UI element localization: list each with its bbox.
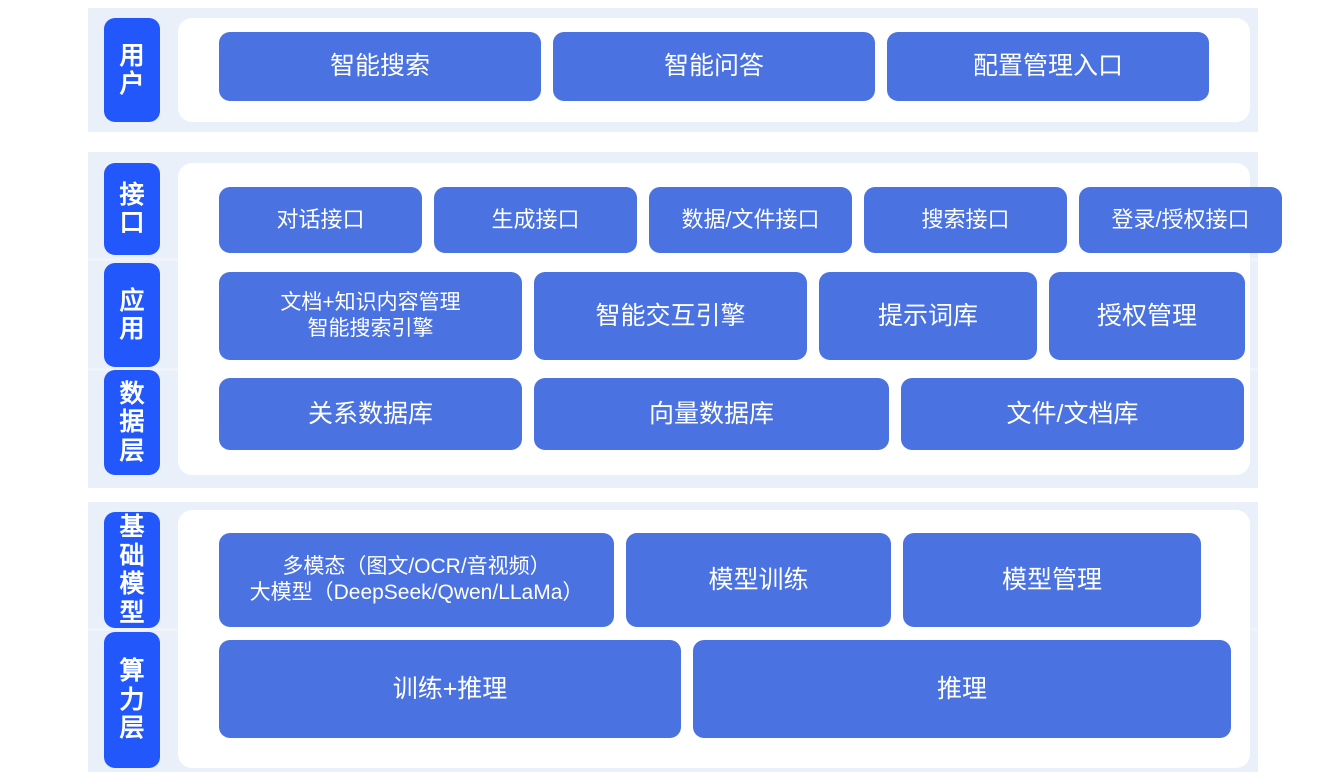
card-training-and-inference[interactable]: 训练+推理: [219, 640, 681, 738]
card-model-training[interactable]: 模型训练: [626, 533, 891, 627]
card-generate-api[interactable]: 生成接口: [434, 187, 637, 253]
card-row-compute: 训练+推理 推理: [219, 640, 1231, 738]
section-label-data[interactable]: 数据层: [104, 370, 160, 475]
card-model-management[interactable]: 模型管理: [903, 533, 1201, 627]
card-authorization-management[interactable]: 授权管理: [1049, 272, 1245, 360]
card-file-document-store[interactable]: 文件/文档库: [901, 378, 1244, 450]
card-row-user: 智能搜索 智能问答 配置管理入口: [219, 32, 1209, 101]
section-label-compute[interactable]: 算力层: [104, 632, 160, 768]
card-relational-database[interactable]: 关系数据库: [219, 378, 522, 450]
section-label-user-text: 用户: [119, 41, 145, 99]
card-config-management-entry[interactable]: 配置管理入口: [887, 32, 1209, 101]
section-label-user[interactable]: 用户: [104, 18, 160, 122]
section-label-app-text: 应用: [119, 286, 145, 344]
card-vector-database[interactable]: 向量数据库: [534, 378, 889, 450]
card-multimodal-large-model[interactable]: 多模态（图文/OCR/音视频） 大模型（DeepSeek/Qwen/LLaMa）: [219, 533, 614, 627]
card-smart-interaction-engine[interactable]: 智能交互引擎: [534, 272, 807, 360]
section-label-compute-text: 算力层: [119, 657, 145, 743]
card-row-app: 文档+知识内容管理 智能搜索引擎 智能交互引擎 提示词库 授权管理: [219, 272, 1245, 360]
card-row-api: 对话接口 生成接口 数据/文件接口 搜索接口 登录/授权接口: [219, 187, 1282, 253]
card-smart-search[interactable]: 智能搜索: [219, 32, 541, 101]
section-label-base-model[interactable]: 基础模型: [104, 512, 160, 628]
card-smart-qa[interactable]: 智能问答: [553, 32, 875, 101]
card-row-base-model: 多模态（图文/OCR/音视频） 大模型（DeepSeek/Qwen/LLaMa）…: [219, 533, 1201, 627]
section-label-data-text: 数据层: [119, 379, 145, 465]
card-data-file-api[interactable]: 数据/文件接口: [649, 187, 852, 253]
card-inference[interactable]: 推理: [693, 640, 1231, 738]
section-label-app[interactable]: 应用: [104, 263, 160, 367]
card-document-knowledge-management[interactable]: 文档+知识内容管理 智能搜索引擎: [219, 272, 522, 360]
card-prompt-library[interactable]: 提示词库: [819, 272, 1037, 360]
section-label-api[interactable]: 接口: [104, 163, 160, 255]
card-dialog-api[interactable]: 对话接口: [219, 187, 422, 253]
card-row-data: 关系数据库 向量数据库 文件/文档库: [219, 378, 1244, 450]
section-label-api-text: 接口: [119, 180, 145, 238]
card-login-auth-api[interactable]: 登录/授权接口: [1079, 187, 1282, 253]
card-search-api[interactable]: 搜索接口: [864, 187, 1067, 253]
section-label-base-model-text: 基础模型: [119, 513, 145, 627]
